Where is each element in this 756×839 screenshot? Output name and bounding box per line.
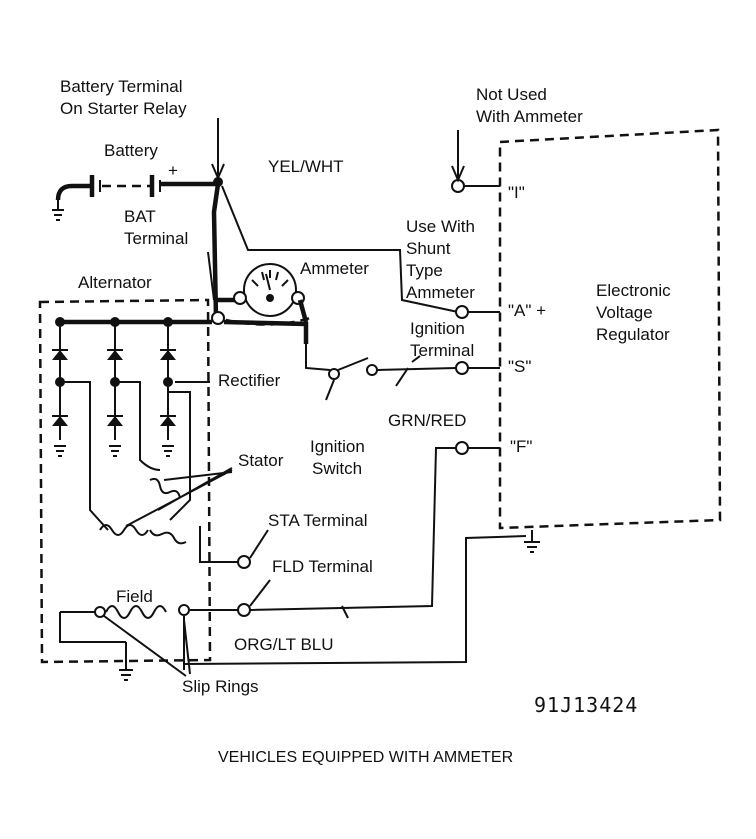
terminal-i-label: "I" — [508, 183, 525, 202]
starter-relay-battery-terminal — [213, 177, 223, 187]
ammeter-label: Ammeter — [300, 259, 369, 278]
battery-terminal-label: Battery Terminal On Starter Relay — [60, 77, 187, 118]
fld-terminal-label: FLD Terminal — [272, 557, 373, 576]
fld-terminal — [237, 603, 251, 617]
field-label: Field — [116, 587, 153, 606]
battery-label: Battery — [104, 141, 158, 160]
regulator-label: Electronic Voltage Regulator — [596, 281, 675, 344]
org-lt-blu-wire — [249, 447, 456, 611]
org-lt-blu-label: ORG/LT BLU — [234, 635, 334, 654]
terminal-a-label: "A" + — [508, 301, 546, 320]
terminal-f-label: "F" — [510, 437, 532, 456]
sta-terminal-label: STA Terminal — [268, 511, 368, 530]
ground-return-wire — [183, 535, 527, 665]
stator-windings — [60, 381, 238, 563]
yel-wht-label: YEL/WHT — [268, 157, 344, 176]
rectifier-label: Rectifier — [218, 371, 281, 390]
stator-label: Stator — [238, 451, 284, 470]
ignition-switch — [305, 344, 457, 401]
alternator-box — [38, 298, 212, 664]
bat-terminal-node — [211, 311, 225, 325]
yel-wht-wire — [221, 185, 459, 313]
terminal-s-label: "S" — [508, 357, 531, 376]
grn-red-label: GRN/RED — [388, 411, 466, 430]
ignition-terminal-label: Ignition Terminal — [410, 319, 474, 360]
field-winding — [59, 604, 238, 681]
ignition-switch-label: Ignition Switch — [310, 437, 370, 478]
figure-caption: VEHICLES EQUIPPED WITH AMMETER — [218, 749, 513, 766]
sta-terminal — [237, 555, 251, 569]
slip-rings-label: Slip Rings — [182, 677, 259, 696]
alternator-label: Alternator — [78, 273, 152, 292]
figure-code: 91J13424 — [534, 693, 638, 717]
not-used-label: Not Used With Ammeter — [476, 85, 583, 126]
battery-symbol: + — [52, 161, 218, 221]
use-with-shunt-label: Use With Shunt Type Ammeter — [406, 217, 480, 302]
svg-text:+: + — [168, 161, 178, 180]
ammeter-gauge — [214, 263, 311, 326]
voltage-regulator-box — [498, 128, 722, 530]
bat-terminal-label: BAT Terminal — [124, 207, 188, 248]
rectifier-diodes — [52, 317, 210, 457]
